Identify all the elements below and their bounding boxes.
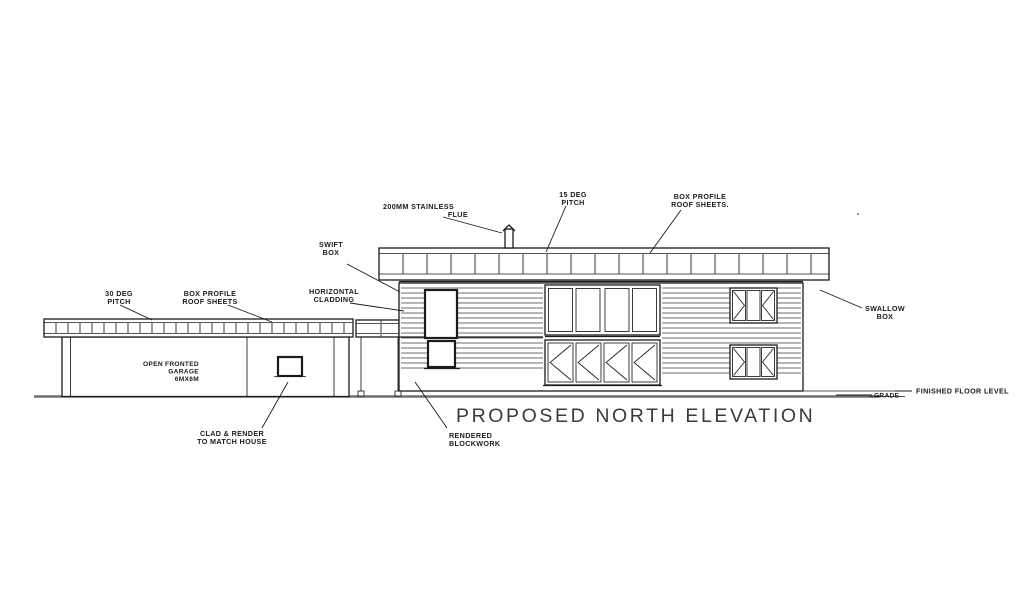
- flue-cowl: [502, 224, 516, 232]
- note-rendered-blockwork-line1: RENDERED: [449, 431, 492, 440]
- garage-label-line2: GARAGE: [168, 369, 199, 376]
- link-roof-band: [355, 319, 400, 338]
- sheet-speck: [856, 212, 860, 216]
- note-box-profile-left-line2: ROOF SHEETS: [182, 297, 237, 306]
- window-right-upper-leaf-left: [732, 290, 746, 321]
- finished-floor-level-group: [802, 330, 905, 397]
- note-horizontal-cladding-line1: HORIZONTAL: [309, 287, 359, 296]
- leader-clad-render: [261, 381, 289, 429]
- note-grade: GRADE: [874, 393, 900, 400]
- garage-label-line1: OPEN FRONTED: [143, 361, 199, 368]
- leader-flue: [442, 216, 503, 234]
- annotation-text-group: 30 DEG PITCH BOX PROFILE ROOF SHEETS HOR…: [105, 190, 1009, 448]
- leader-rendered-blockwork: [414, 381, 448, 429]
- garage-wall: [61, 336, 350, 398]
- note-box-profile-right-line2: ROOF SHEETS.: [671, 200, 729, 209]
- garage-label-line3: 6MX6M: [175, 376, 199, 383]
- flue-stack: [504, 228, 514, 249]
- garage-roof-ribs: [55, 322, 345, 334]
- window-right-lower-leaf-right: [761, 347, 775, 377]
- note-30-deg-pitch-line2: PITCH: [107, 297, 130, 306]
- note-flue-line1: 200MM STAINLESS: [383, 202, 454, 211]
- window-right-upper-left-hinge-mark: [733, 291, 746, 320]
- note-30-deg-pitch-line1: 30 DEG: [105, 289, 133, 298]
- window-right-lower-leaf-left: [732, 347, 746, 377]
- note-horizontal-cladding-line2: CLADDING: [314, 295, 355, 304]
- note-box-profile-left-line1: BOX PROFILE: [184, 289, 237, 298]
- window-left-lower: [426, 339, 457, 369]
- note-clad-render-line1: CLAD & RENDER: [200, 429, 265, 438]
- leader-swallow-box: [819, 289, 863, 309]
- note-swallow-box-line2: BOX: [877, 312, 894, 321]
- leader-horizontal-cladding: [349, 302, 405, 312]
- note-15-deg-pitch-line2: PITCH: [561, 198, 584, 207]
- window-right-upper-leaf-right: [761, 290, 775, 321]
- right-window-upper-group: [729, 287, 778, 324]
- upper-glazing-group: [544, 284, 661, 338]
- note-swift-box-line2: BOX: [323, 248, 340, 257]
- main-house-block: [378, 224, 830, 392]
- upper-glazing-pane-2: [575, 288, 601, 332]
- garage-window: [276, 355, 304, 378]
- note-flue-line2: FLUE: [448, 210, 468, 219]
- stainless-flue: [502, 224, 516, 249]
- leader-box-profile-left: [227, 304, 273, 323]
- link-post-right-base: [394, 390, 402, 397]
- note-swift-box-line1: SWIFT: [319, 240, 343, 249]
- bifold-leaf-2: [575, 342, 602, 383]
- leader-box-profile-right: [649, 209, 682, 254]
- drawing-title: PROPOSED NORTH ELEVATION: [456, 405, 815, 427]
- upper-glazing-pane-1: [548, 288, 573, 332]
- window-right-lower-left-hinge-mark: [733, 348, 746, 376]
- note-rendered-blockwork-line2: BLOCKWORK: [449, 439, 501, 448]
- leader-lines: [119, 205, 912, 429]
- bifold-leaf-1-hinge-mark: [549, 344, 572, 381]
- note-finished-floor-level: FINISHED FLOOR LEVEL: [916, 387, 1009, 396]
- window-left-upper: [423, 288, 459, 340]
- bifold-doors-group: [543, 339, 662, 387]
- main-roof-ribs: [402, 254, 812, 274]
- bifold-leaf-3: [603, 342, 630, 383]
- leader-15-deg-pitch: [545, 205, 567, 253]
- right-window-lower-group: [729, 344, 778, 380]
- upper-glazing-pane-4: [632, 288, 657, 332]
- garage-block: OPEN FRONTED GARAGE 6MX6M: [43, 318, 354, 398]
- window-right-lower-fixed: [746, 347, 761, 377]
- bifold-leaf-4: [631, 342, 658, 383]
- upper-glazing-pane-3: [604, 288, 630, 332]
- bifold-leaf-4-hinge-mark: [633, 344, 656, 381]
- leader-30-deg-pitch: [119, 304, 153, 321]
- leader-swift-box: [346, 263, 401, 293]
- window-right-lower-right-hinge-mark: [761, 348, 774, 376]
- bifold-leaf-3-hinge-mark: [605, 344, 628, 381]
- garage-roof-band: [43, 318, 354, 338]
- window-right-upper-fixed: [746, 290, 761, 321]
- note-15-deg-pitch-line1: 15 DEG: [559, 190, 587, 199]
- note-clad-render-line2: TO MATCH HOUSE: [197, 437, 267, 446]
- note-box-profile-right-line1: BOX PROFILE: [674, 192, 727, 201]
- link-post-left-base: [357, 390, 365, 397]
- main-roof-band: [378, 247, 830, 281]
- glazed-link-block: [355, 319, 402, 397]
- bifold-leaf-1: [547, 342, 574, 383]
- note-swallow-box-line1: SWALLOW: [865, 304, 905, 313]
- bifold-leaf-2-hinge-mark: [577, 344, 600, 381]
- window-right-upper-right-hinge-mark: [761, 291, 774, 320]
